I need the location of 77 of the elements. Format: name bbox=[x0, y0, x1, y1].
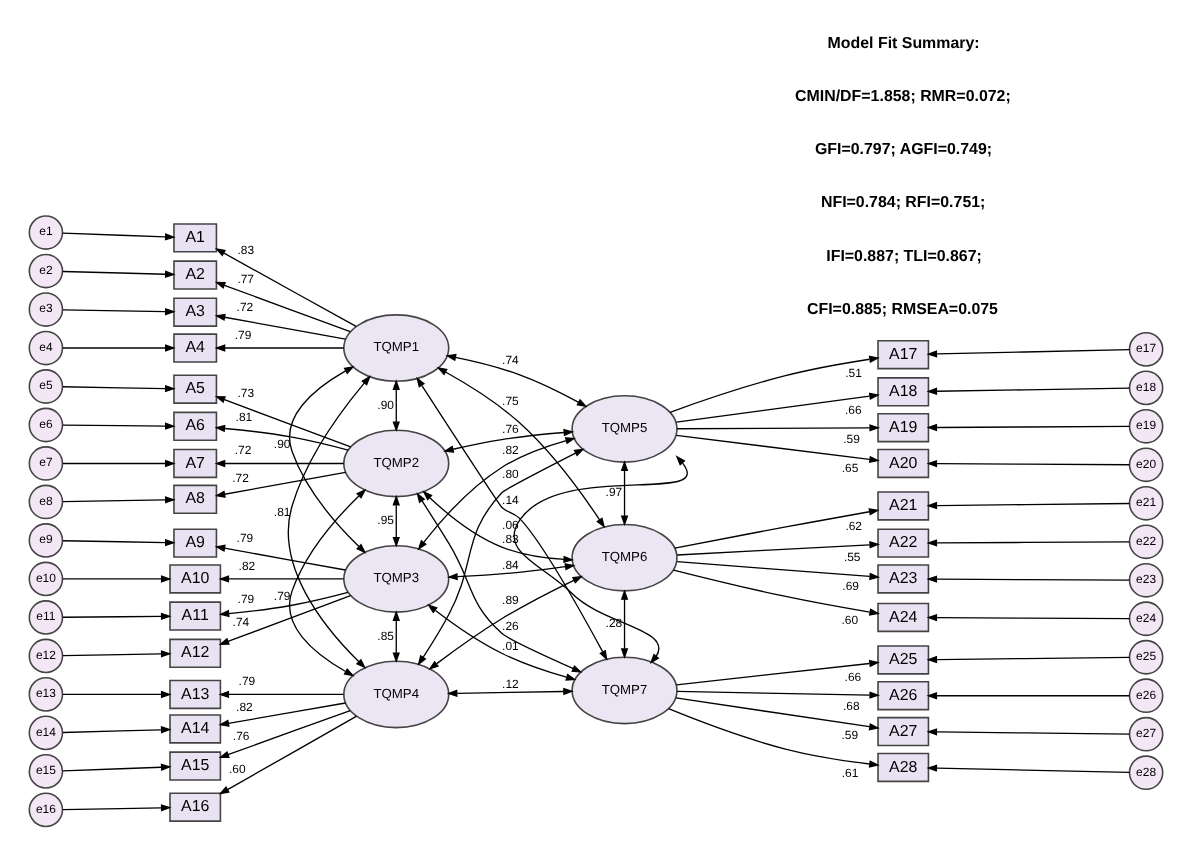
arrow bbox=[512, 455, 687, 665]
arrow bbox=[435, 367, 605, 529]
arrow bbox=[61, 459, 175, 468]
arrow bbox=[61, 384, 175, 393]
arrow bbox=[675, 424, 880, 432]
arrow bbox=[442, 428, 574, 453]
arrow bbox=[416, 448, 584, 666]
arrow bbox=[213, 424, 348, 451]
arrow bbox=[925, 539, 1130, 547]
arrow bbox=[213, 281, 350, 333]
arrow bbox=[445, 687, 573, 698]
arrow bbox=[446, 563, 575, 581]
arrow bbox=[925, 613, 1130, 622]
arrow bbox=[427, 575, 583, 671]
arrow bbox=[674, 434, 879, 464]
arrow bbox=[213, 396, 351, 448]
arrow bbox=[925, 575, 1130, 583]
arrow bbox=[61, 612, 171, 621]
arrow bbox=[391, 494, 399, 548]
arrow bbox=[213, 313, 346, 340]
arrow bbox=[674, 697, 879, 731]
arrow bbox=[61, 575, 171, 583]
arrow bbox=[217, 715, 357, 795]
arrow bbox=[391, 379, 399, 433]
arrow bbox=[675, 541, 880, 556]
arrow bbox=[925, 692, 1130, 700]
arrow bbox=[415, 492, 582, 673]
arrow bbox=[668, 355, 879, 413]
arrow bbox=[416, 437, 575, 551]
arrow bbox=[217, 690, 344, 699]
arrow bbox=[287, 488, 366, 677]
arrow bbox=[426, 604, 576, 681]
arrow bbox=[61, 232, 175, 241]
arrow bbox=[286, 375, 370, 669]
arrow bbox=[61, 690, 171, 699]
arrow bbox=[391, 610, 399, 664]
arrow bbox=[673, 508, 879, 549]
arrow bbox=[213, 544, 346, 571]
arrow bbox=[61, 307, 175, 316]
arrow bbox=[675, 561, 880, 581]
arrow bbox=[61, 344, 175, 352]
arrow bbox=[61, 496, 175, 504]
arrow bbox=[925, 728, 1130, 736]
arrow bbox=[213, 248, 356, 328]
arrow bbox=[217, 575, 344, 583]
arrow bbox=[61, 422, 175, 430]
arrow bbox=[925, 764, 1130, 774]
arrow bbox=[925, 459, 1130, 468]
arrow bbox=[217, 702, 346, 727]
arrow bbox=[213, 459, 344, 468]
arrow bbox=[61, 538, 175, 547]
arrow bbox=[61, 763, 171, 772]
arrow bbox=[925, 349, 1130, 358]
arrow bbox=[925, 501, 1130, 510]
arrow bbox=[287, 366, 366, 554]
arrow bbox=[675, 690, 880, 699]
arrow bbox=[925, 387, 1130, 395]
arrow bbox=[217, 709, 350, 759]
arrow bbox=[674, 659, 879, 686]
arrow bbox=[61, 650, 171, 658]
arrow bbox=[671, 569, 879, 616]
arrow bbox=[415, 376, 607, 661]
arrow bbox=[619, 460, 628, 527]
arrow bbox=[61, 804, 171, 812]
arrow bbox=[217, 594, 351, 645]
arrow bbox=[61, 270, 175, 278]
arrow bbox=[213, 471, 346, 498]
arrow bbox=[213, 344, 344, 352]
arrow bbox=[666, 708, 879, 768]
arrow bbox=[925, 423, 1130, 432]
arrow bbox=[217, 591, 348, 618]
arrow bbox=[444, 353, 587, 408]
arrow bbox=[619, 589, 628, 659]
arrow bbox=[925, 655, 1130, 664]
arrow bbox=[674, 392, 879, 423]
arrow bbox=[61, 726, 171, 734]
arrow bbox=[421, 490, 574, 564]
